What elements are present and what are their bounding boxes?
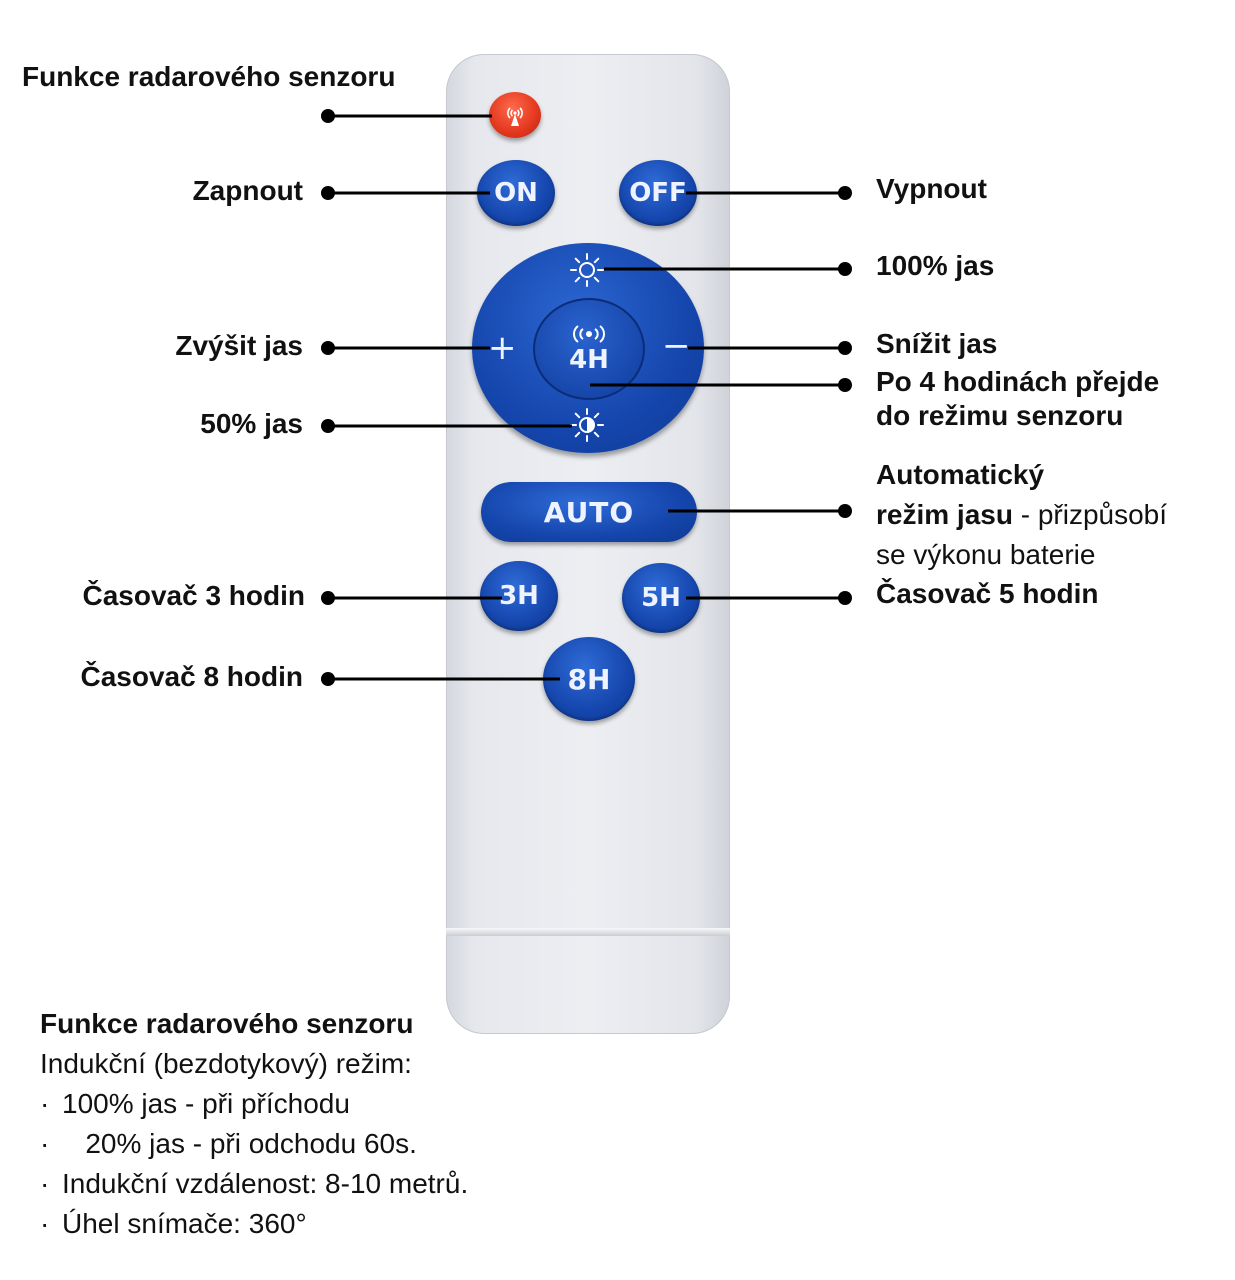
callout-sensor-mode-line2: do režimu senzoru	[876, 399, 1124, 431]
info-item-text: Indukční vzdálenost: 8-10 metrů.	[62, 1168, 469, 1199]
callout-sensor-mode: Po 4 hodinách přejde do režimu senzoru	[876, 365, 1159, 432]
info-bullet: ·	[40, 1168, 50, 1199]
callout-radar: Funkce radarového senzoru	[22, 61, 396, 92]
info-item: · 100% jas - při příchodu	[40, 1084, 468, 1124]
callout-auto-line1: Automatický	[876, 459, 1045, 490]
info-bullet: ·	[40, 1208, 50, 1239]
callout-half-brightness: 50% jas	[200, 408, 303, 439]
callout-auto-line2-bold: režim jasu	[876, 499, 1013, 530]
callout-on: Zapnout	[192, 175, 303, 206]
radar-antenna-icon	[507, 107, 523, 126]
info-item: · 20% jas - při odchodu 60s.	[40, 1124, 468, 1164]
increase-brightness-button[interactable]: +	[488, 328, 517, 368]
info-item-text: Úhel snímače: 360°	[62, 1208, 307, 1239]
timer-5h-button[interactable]: 5H	[622, 563, 700, 633]
callout-off: Vypnout	[876, 173, 987, 204]
callout-timer-8h: Časovač 8 hodin	[80, 661, 303, 692]
callout-decrease: Snížit jas	[876, 328, 998, 359]
off-button-label: OFF	[629, 178, 687, 208]
info-item: · Úhel snímače: 360°	[40, 1204, 468, 1244]
callout-full-brightness: 100% jas	[876, 250, 995, 281]
callout-auto-line3: se výkonu baterie	[876, 539, 1096, 570]
callout-auto-line2-rest: - přizpůsobí	[1012, 499, 1168, 530]
callout-increase: Zvýšit jas	[175, 330, 303, 361]
on-button[interactable]: ON	[477, 160, 555, 226]
timer-8h-button[interactable]: 8H	[543, 637, 635, 721]
info-title: Funkce radarového senzoru	[40, 1008, 414, 1039]
timer-5h-label: 5H	[641, 583, 681, 613]
sun-full-icon[interactable]	[567, 250, 607, 290]
timer-3h-label: 3H	[499, 581, 539, 611]
radar-waves-icon	[573, 325, 605, 343]
sun-half-icon[interactable]	[567, 405, 607, 445]
sensor-4h-button[interactable]: 4H	[533, 298, 645, 400]
info-bullet: ·	[40, 1128, 50, 1159]
info-bullet: ·	[40, 1088, 50, 1119]
info-item: · Indukční vzdálenost: 8-10 metrů.	[40, 1164, 468, 1204]
callout-timer-5h: Časovač 5 hodin	[876, 578, 1099, 609]
radar-button[interactable]	[489, 92, 541, 138]
off-button[interactable]: OFF	[619, 160, 697, 226]
callout-auto: Automatický režim jasu - přizpůsobí se v…	[876, 455, 1167, 575]
auto-button-label: AUTO	[543, 495, 635, 529]
on-button-label: ON	[494, 178, 538, 208]
decrease-brightness-button[interactable]: −	[662, 326, 691, 366]
timer-3h-button[interactable]: 3H	[480, 561, 558, 631]
auto-button[interactable]: AUTO	[481, 482, 697, 542]
callout-timer-3h: Časovač 3 hodin	[82, 580, 305, 611]
info-item-text: 100% jas - při příchodu	[62, 1088, 350, 1119]
callout-sensor-mode-line1: Po 4 hodinách přejde	[876, 366, 1160, 397]
info-item-text: 20% jas - při odchodu 60s.	[62, 1128, 417, 1159]
info-subtitle: Indukční (bezdotykový) režim:	[40, 1048, 412, 1079]
remote-battery-groove	[446, 928, 730, 936]
radar-info-block: Funkce radarového senzoru Indukční (bezd…	[40, 1004, 468, 1244]
timer-8h-label: 8H	[567, 662, 611, 696]
sensor-4h-label: 4H	[569, 345, 609, 375]
